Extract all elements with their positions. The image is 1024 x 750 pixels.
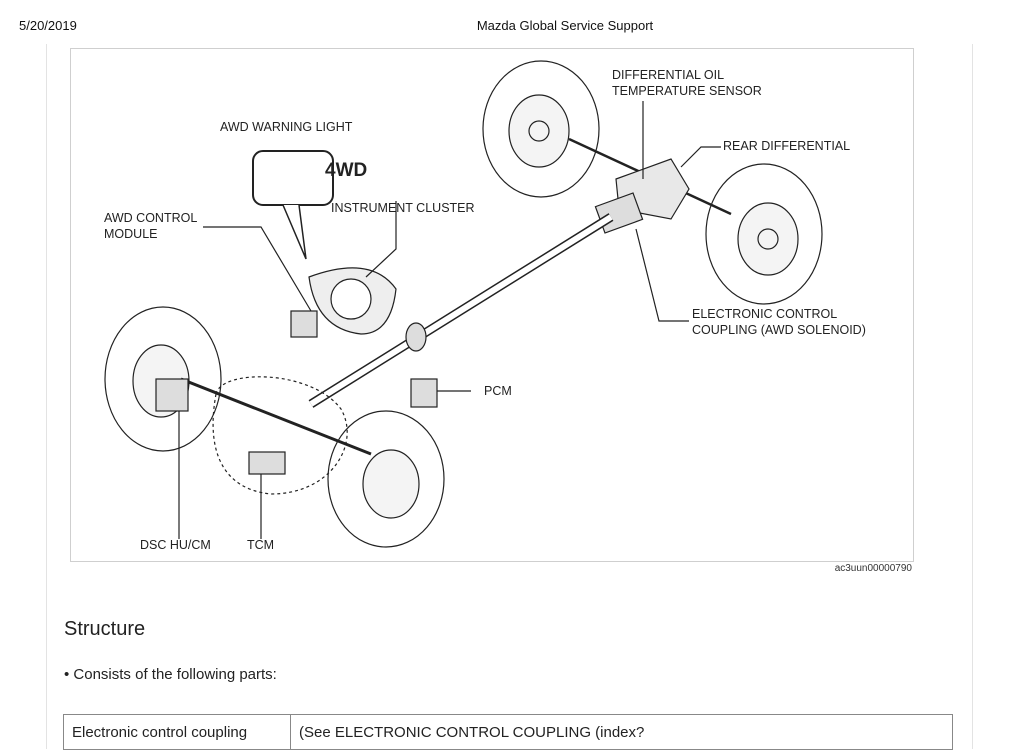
- tcm-box: [248, 451, 286, 475]
- bullet-text: • Consists of the following parts:: [64, 666, 277, 683]
- dsc-box: [155, 378, 189, 412]
- label-diff-oil-sensor: DIFFERENTIAL OIL TEMPERATURE SENSOR: [612, 68, 762, 98]
- awd-module-box: [290, 310, 318, 338]
- parts-table: Electronic control coupling (See ELECTRO…: [63, 714, 953, 750]
- drivetrain-illustration: [104, 60, 823, 548]
- content-border-right: [972, 44, 973, 749]
- label-instrument-cluster: INSTRUMENT CLUSTER: [331, 201, 475, 215]
- awd-system-diagram: 4WD DIFFERENTIAL OIL TEMPERATURE SENSOR …: [70, 48, 914, 562]
- section-heading: Structure: [64, 618, 146, 640]
- print-date: 5/20/2019: [19, 18, 77, 33]
- label-electronic-coupling: ELECTRONIC CONTROL COUPLING (AWD SOLENOI…: [692, 307, 866, 337]
- page-header-title: Mazda Global Service Support: [476, 18, 654, 33]
- figure-caption: ac3uun00000790: [834, 563, 912, 574]
- label-awd-control-module: AWD CONTROL MODULE: [104, 211, 198, 241]
- label-tcm: TCM: [247, 538, 275, 552]
- label-pcm: PCM: [484, 384, 512, 398]
- label-awd-warning-light: AWD WARNING LIGHT: [220, 120, 353, 134]
- awd-4wd-badge: 4WD: [325, 160, 368, 181]
- table-cell-reference[interactable]: (See ELECTRONIC CONTROL COUPLING (index?: [290, 714, 953, 750]
- label-rear-differential: REAR DIFFERENTIAL: [723, 139, 851, 153]
- content-border-left: [46, 44, 47, 749]
- label-dsc: DSC HU/CM: [140, 538, 211, 552]
- table-cell-part: Electronic control coupling: [63, 714, 291, 750]
- table-row: Electronic control coupling (See ELECTRO…: [63, 714, 953, 750]
- pcm-box: [410, 378, 438, 408]
